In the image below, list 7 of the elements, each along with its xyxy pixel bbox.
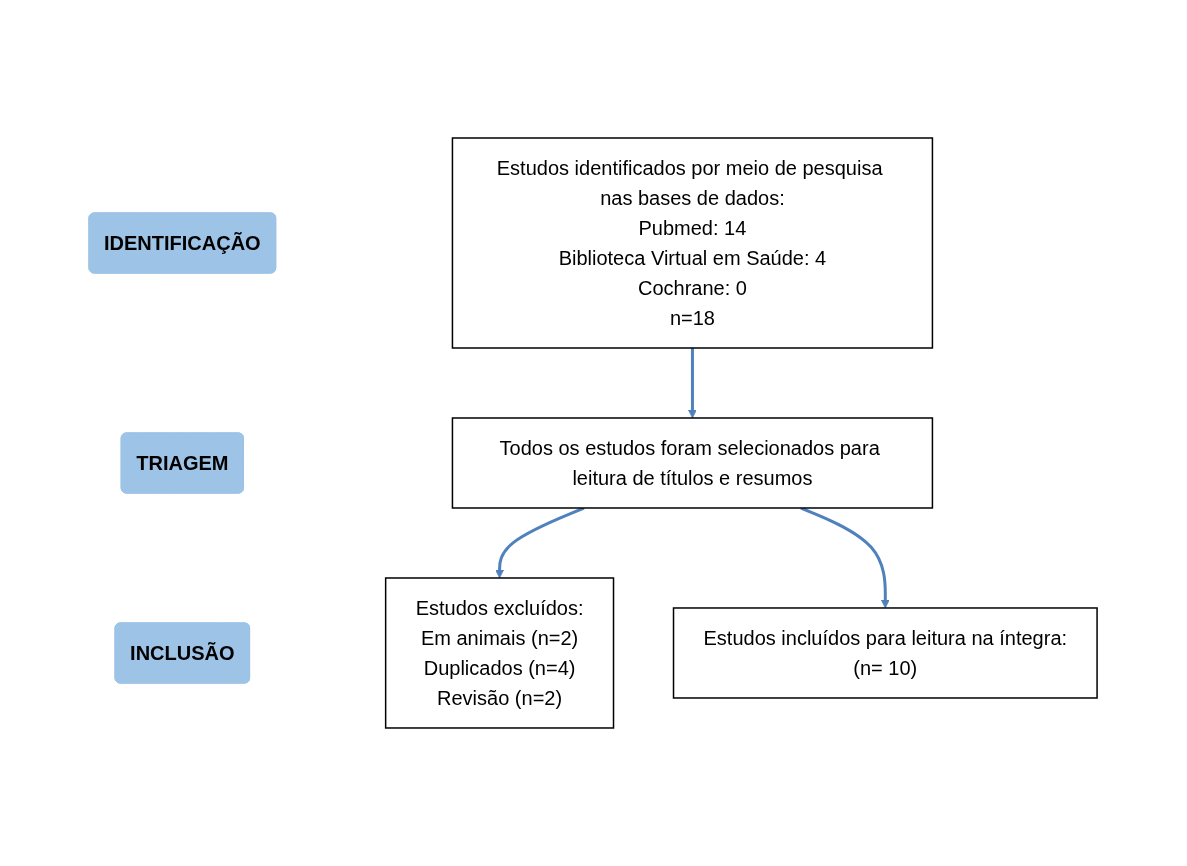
node-box: Todos os estudos foram selecionados para leitura de títulos e resumos [452,417,934,509]
node-box: Estudos identificados por meio de pesquisa nas bases de dados: Pubmed: 14 Biblioteca Virtual em Saúde: 4 Cochrane: 0 n=18 [452,137,934,349]
node-box: Estudos incluídos para leitura na íntegra: (n= 10) [673,607,1099,699]
node-box: Estudos excluídos: Em animais (n=2) Duplicados (n=4) Revisão (n=2) [385,577,615,729]
arrow [800,506,891,609]
arrow [495,506,585,579]
arrow [688,348,698,419]
